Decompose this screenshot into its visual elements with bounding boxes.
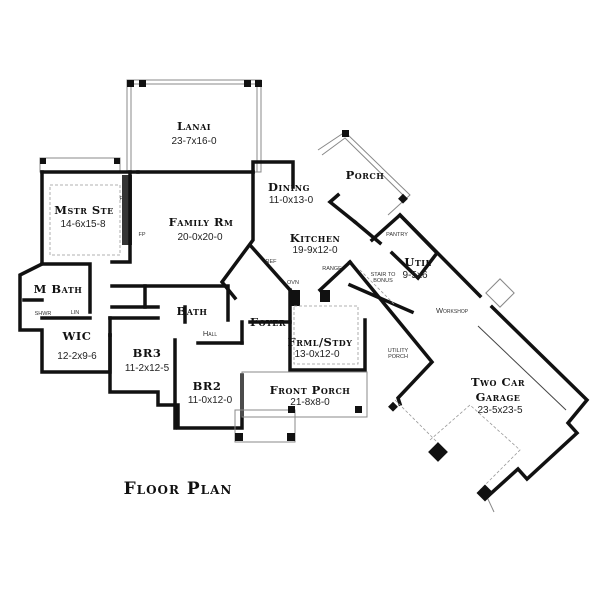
util-size: 9-5x6 xyxy=(402,270,427,281)
br2-label: BR2 xyxy=(193,379,222,393)
stair-note-line2: Bonus xyxy=(373,278,393,284)
wic-label: WIC xyxy=(62,329,92,343)
porch-structure xyxy=(317,130,411,216)
front-porch-label: Front Porch xyxy=(270,383,351,397)
br3-label: BR3 xyxy=(133,346,162,360)
kitchen-size: 19-9x12-0 xyxy=(292,245,337,256)
utility-walls xyxy=(347,212,483,407)
garage-size: 23-5x23-5 xyxy=(477,405,522,416)
garage-label-line2: Garage xyxy=(476,390,521,404)
hall-label: Hall xyxy=(203,329,218,338)
plan-title: Floor Plan xyxy=(124,479,233,499)
frml-stdy-size: 13-0x12-0 xyxy=(294,349,339,360)
foyer-label: Foyer xyxy=(250,315,286,329)
fireplace-note: FP xyxy=(138,232,145,238)
pantry-note: Pantry xyxy=(386,232,408,238)
utility-porch-note-line2: Porch xyxy=(388,354,408,360)
utility-porch-note-line1: Utility xyxy=(388,348,409,354)
family-rm-size: 20-0x20-0 xyxy=(177,232,222,243)
dining-label: Dining xyxy=(268,180,310,194)
wic-size: 12-2x9-6 xyxy=(57,351,97,362)
mstr-ste-label: Mstr Ste xyxy=(54,203,113,217)
shower-note: Shwr xyxy=(35,311,52,317)
br2-size: 11-0x12-0 xyxy=(188,395,233,406)
front-porch-size: 21-8x8-0 xyxy=(290,397,330,408)
master-porch xyxy=(39,157,121,173)
garage-walls xyxy=(388,278,590,513)
lanai-size: 23-7x16-0 xyxy=(171,136,216,147)
lanai-label: Lanai xyxy=(177,119,211,133)
oven-note: Ovn xyxy=(287,280,299,286)
linen-note: Lin xyxy=(71,310,80,316)
stair-note-line1: Stair to xyxy=(371,272,396,278)
br3-size: 11-2x12-5 xyxy=(125,363,170,374)
m-bath-label: M Bath xyxy=(34,282,83,296)
ref-note: Ref xyxy=(266,259,278,265)
interior-walls xyxy=(22,170,330,430)
kitchen-label: Kitchen xyxy=(290,231,341,245)
fireplace-note: FP xyxy=(119,196,126,202)
porch-label: Porch xyxy=(346,168,385,182)
dining-size: 11-0x13-0 xyxy=(269,195,314,206)
bath-label: Bath xyxy=(176,304,207,318)
front-porch-structure xyxy=(49,184,368,443)
mstr-ste-size: 14-6x15-8 xyxy=(60,219,105,230)
family-rm-label: Family Rm xyxy=(169,215,234,229)
range-note: Range xyxy=(322,266,342,272)
workshop-note: Workshop xyxy=(436,306,469,315)
exterior-walls xyxy=(18,160,367,430)
frml-stdy-label: Frml/Stdy xyxy=(288,335,353,349)
util-label: Util xyxy=(404,255,431,269)
garage-label-line1: Two Car xyxy=(471,375,525,389)
